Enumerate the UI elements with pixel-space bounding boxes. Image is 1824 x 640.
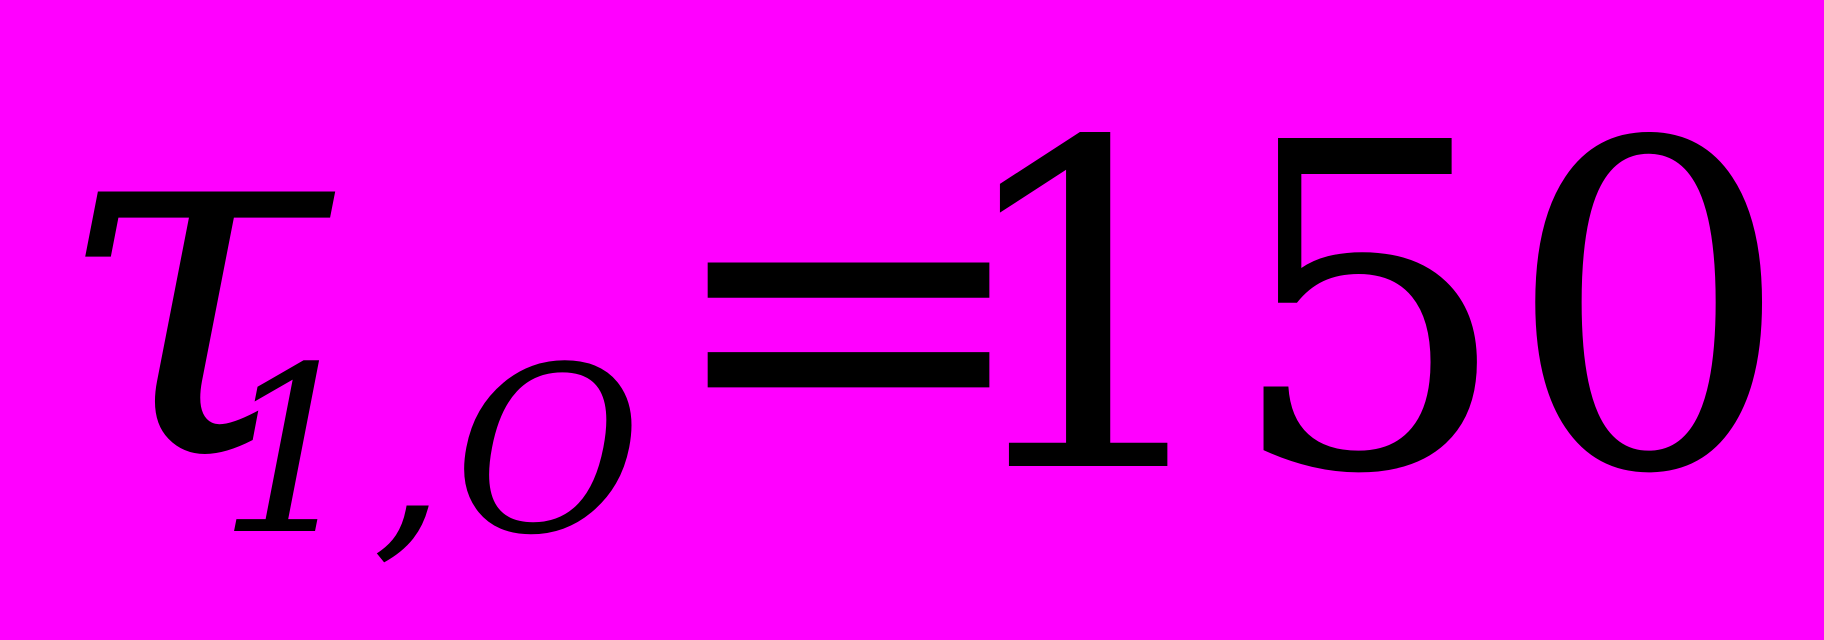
equals-sign: =: [660, 49, 1038, 573]
formula-value: 150: [945, 49, 1792, 573]
tau-symbol: τ: [52, 0, 329, 569]
tau-subscript: 1,O: [218, 319, 651, 586]
